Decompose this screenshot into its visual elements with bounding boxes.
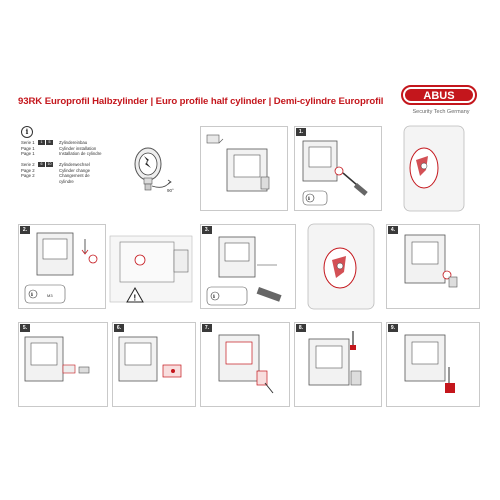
- info-icon: i: [21, 126, 33, 138]
- badge: 1: [38, 140, 45, 145]
- step-panel-1: 1. i: [294, 126, 382, 211]
- step-number: 3.: [202, 226, 212, 234]
- step-panel-4: 4.: [386, 224, 480, 309]
- series-2-desc-de: Zylinderwechsel: [59, 162, 90, 167]
- step-1-detail-graphic: [403, 125, 465, 212]
- step-panel-8: 8.: [294, 322, 382, 407]
- brand-tagline: Security Tech Germany: [412, 109, 469, 115]
- angle-label: 90°: [167, 188, 174, 193]
- step-panel-cover: [200, 126, 288, 211]
- abus-logo: ABUS Security Tech Germany: [400, 84, 480, 118]
- series-2-desc-fr-2: cylindre: [59, 178, 74, 184]
- page-1-row: Page 1 Cylinder installation: [21, 145, 96, 152]
- step-number: 7.: [202, 324, 212, 332]
- brand-name: ABUS: [423, 90, 454, 102]
- step-panel-3: 3. i: [200, 224, 296, 309]
- step-panel-7: 7.: [200, 322, 290, 407]
- badge: 10: [46, 162, 53, 167]
- step-number: 1.: [296, 128, 306, 136]
- series-1-desc-fr: Installation de cylindre: [59, 151, 102, 156]
- badge: 6: [38, 162, 45, 167]
- step-1-detail: [384, 125, 480, 212]
- svg-text:i: i: [308, 196, 310, 202]
- badge: 5: [46, 140, 53, 145]
- cylinder-key-graphic: 90°: [134, 147, 174, 193]
- step-2-illustration: i M3: [24, 232, 98, 304]
- page-2-row: Page 2 Cylinder change: [21, 167, 90, 174]
- step-3-detail-graphic: [307, 223, 375, 310]
- page-2-row: Page 2 Changement de: [21, 173, 90, 179]
- step-number: 5.: [20, 324, 30, 332]
- series-1-desc-en: Cylinder installation: [59, 145, 97, 151]
- series-2-desc-fr: Changement de: [59, 173, 90, 178]
- step-1-illustration: i: [302, 140, 368, 206]
- page-label: Page 2: [21, 167, 35, 173]
- step-3-detail: [298, 223, 384, 310]
- step-4-illustration: [404, 234, 458, 288]
- series-1-label: Serie 1: [21, 140, 35, 145]
- allen-size-label: M3: [47, 293, 53, 298]
- step-number: 4.: [388, 226, 398, 234]
- step-5-illustration: [24, 336, 90, 382]
- step-number: 2.: [20, 226, 30, 234]
- step-2-detail-graphic: !: [109, 235, 193, 303]
- step-6-illustration: [118, 336, 182, 382]
- step-panel-9: 9.: [386, 322, 480, 407]
- page-1-row: Page 1 Installation de cylindre: [21, 151, 102, 157]
- series-1-desc-de: Zylindereinbau: [59, 140, 88, 145]
- page-label: Page 2: [21, 173, 35, 178]
- svg-text:!: !: [134, 294, 137, 303]
- series-2-desc-en: Cylinder change: [59, 167, 91, 173]
- step-panel-2: 2. i M3: [18, 224, 106, 309]
- step-panel-5: 5.: [18, 322, 108, 407]
- step-number: 9.: [388, 324, 398, 332]
- page-2-row-cont: cylindre: [21, 179, 74, 185]
- page-label: Page 1: [21, 151, 35, 156]
- cylinder-key-diagram: 90°: [110, 126, 198, 211]
- series-2-label: Serie 2: [21, 162, 35, 167]
- step-3-illustration: i: [206, 236, 282, 306]
- step-8-illustration: [308, 331, 362, 386]
- page-label: Page 1: [21, 145, 35, 151]
- lock-illustration: [206, 134, 270, 192]
- abus-logo-graphic: ABUS Security Tech Germany: [401, 85, 477, 115]
- step-panel-6: 6.: [112, 322, 196, 407]
- step-9-illustration: [404, 334, 455, 393]
- page-title: 93RK Europrofil Halbzylinder | Euro prof…: [18, 96, 384, 107]
- step-2-detail: !: [106, 226, 196, 310]
- step-7-illustration: [218, 334, 274, 394]
- svg-text:i: i: [31, 292, 33, 298]
- step-number: 6.: [114, 324, 124, 332]
- step-number: 8.: [296, 324, 306, 332]
- warning-icon: [126, 286, 144, 303]
- svg-text:i: i: [213, 294, 215, 300]
